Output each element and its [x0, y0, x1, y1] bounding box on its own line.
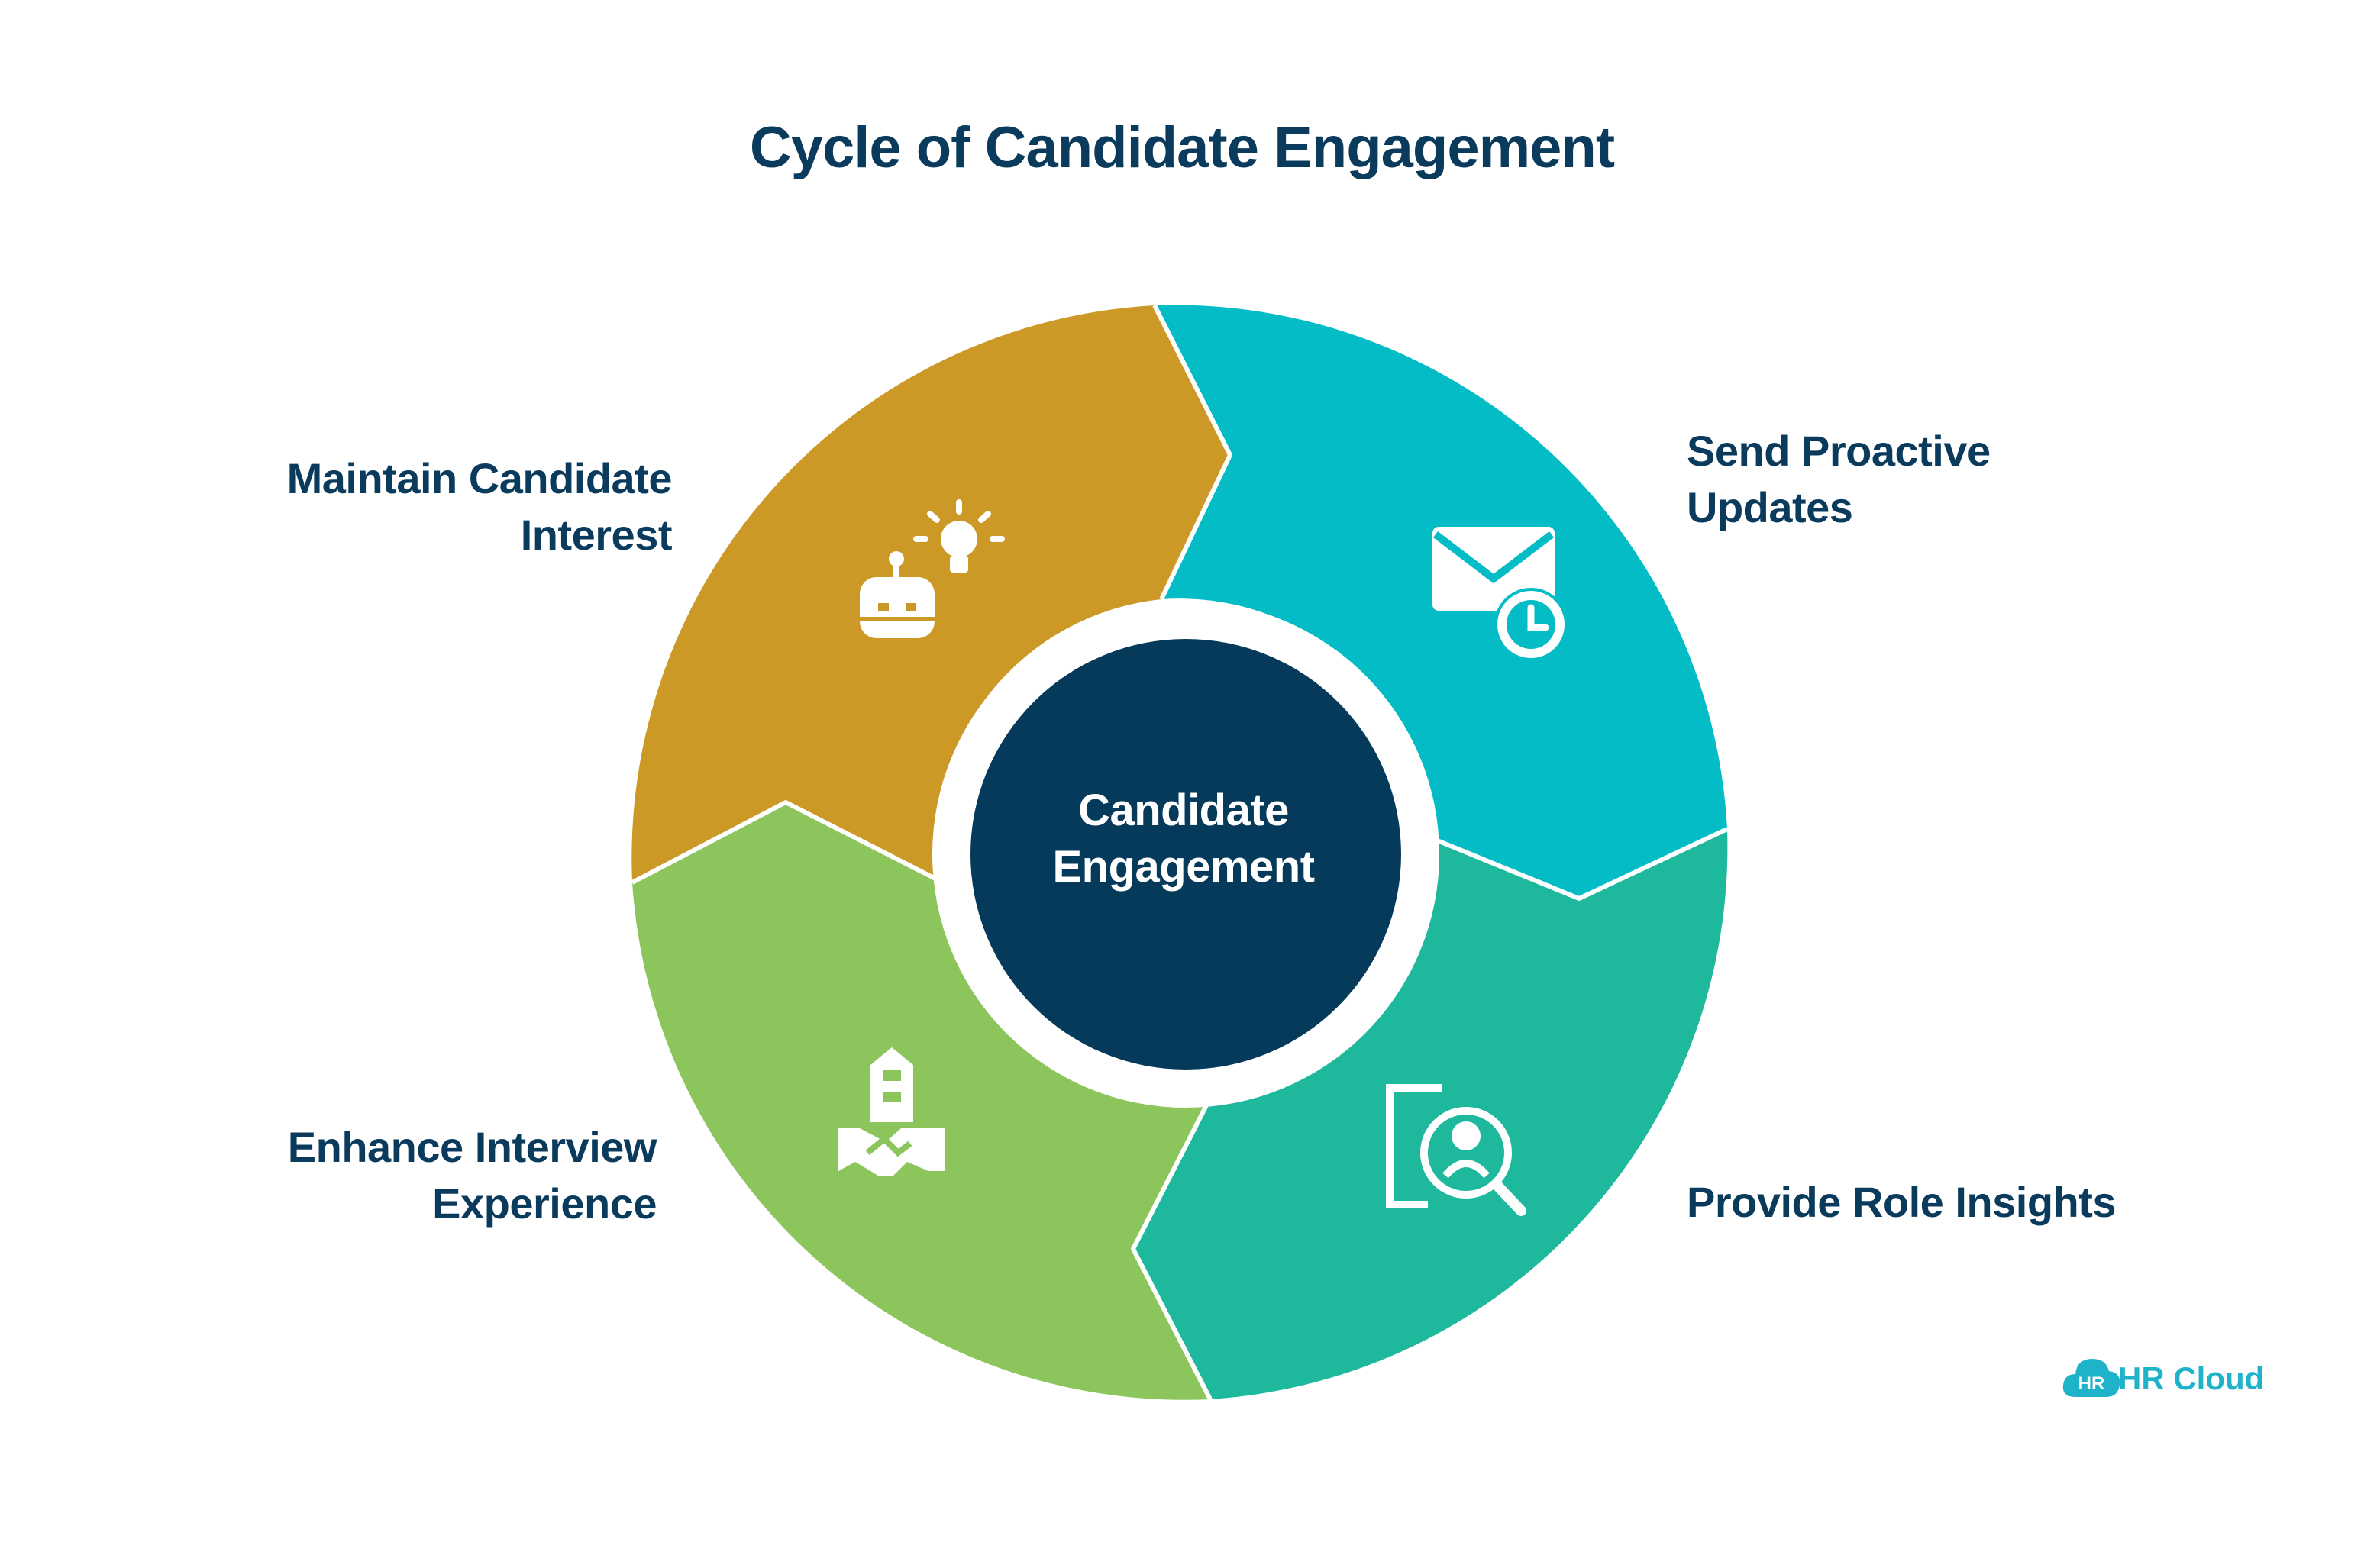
- label-send: Send Proactive Updates: [1687, 423, 2084, 536]
- building-handshake-icon: [838, 1047, 945, 1176]
- label-maintain: Maintain Candidate Interest: [252, 450, 673, 563]
- email-clock-icon: [1432, 527, 1568, 661]
- label-send-line2: Updates: [1687, 483, 1853, 531]
- segment-separators: [631, 304, 1729, 1401]
- center-circle: [970, 639, 1401, 1070]
- label-enhance-line2: Experience: [432, 1179, 657, 1228]
- label-provide: Provide Role Insights: [1687, 1174, 2175, 1231]
- segment-enhance: [632, 802, 1210, 1400]
- center-label: Candidate Engagement: [977, 782, 1390, 895]
- label-send-line1: Send Proactive: [1687, 427, 1991, 475]
- label-enhance-line1: Enhance Interview: [287, 1123, 657, 1171]
- label-provide-line1: Provide Role Insights: [1687, 1178, 2117, 1226]
- label-enhance: Enhance Interview Experience: [252, 1119, 657, 1232]
- logo-text: HR Cloud: [2118, 1360, 2265, 1396]
- segment-provide: [1133, 829, 1728, 1399]
- document-search-person-icon: [1386, 1084, 1526, 1216]
- logo-badge-text: HR: [2078, 1373, 2105, 1394]
- hr-cloud-logo-icon: HR: [2062, 1359, 2120, 1397]
- label-maintain-line2: Interest: [520, 511, 673, 559]
- center-label-line1: Candidate: [1078, 786, 1289, 835]
- diagram-title: Cycle of Candidate Engagement: [749, 115, 1615, 180]
- center-label-line2: Engagement: [1052, 842, 1315, 892]
- robot-lightbulb-icon: [860, 499, 1005, 638]
- label-maintain-line1: Maintain Candidate: [286, 454, 673, 502]
